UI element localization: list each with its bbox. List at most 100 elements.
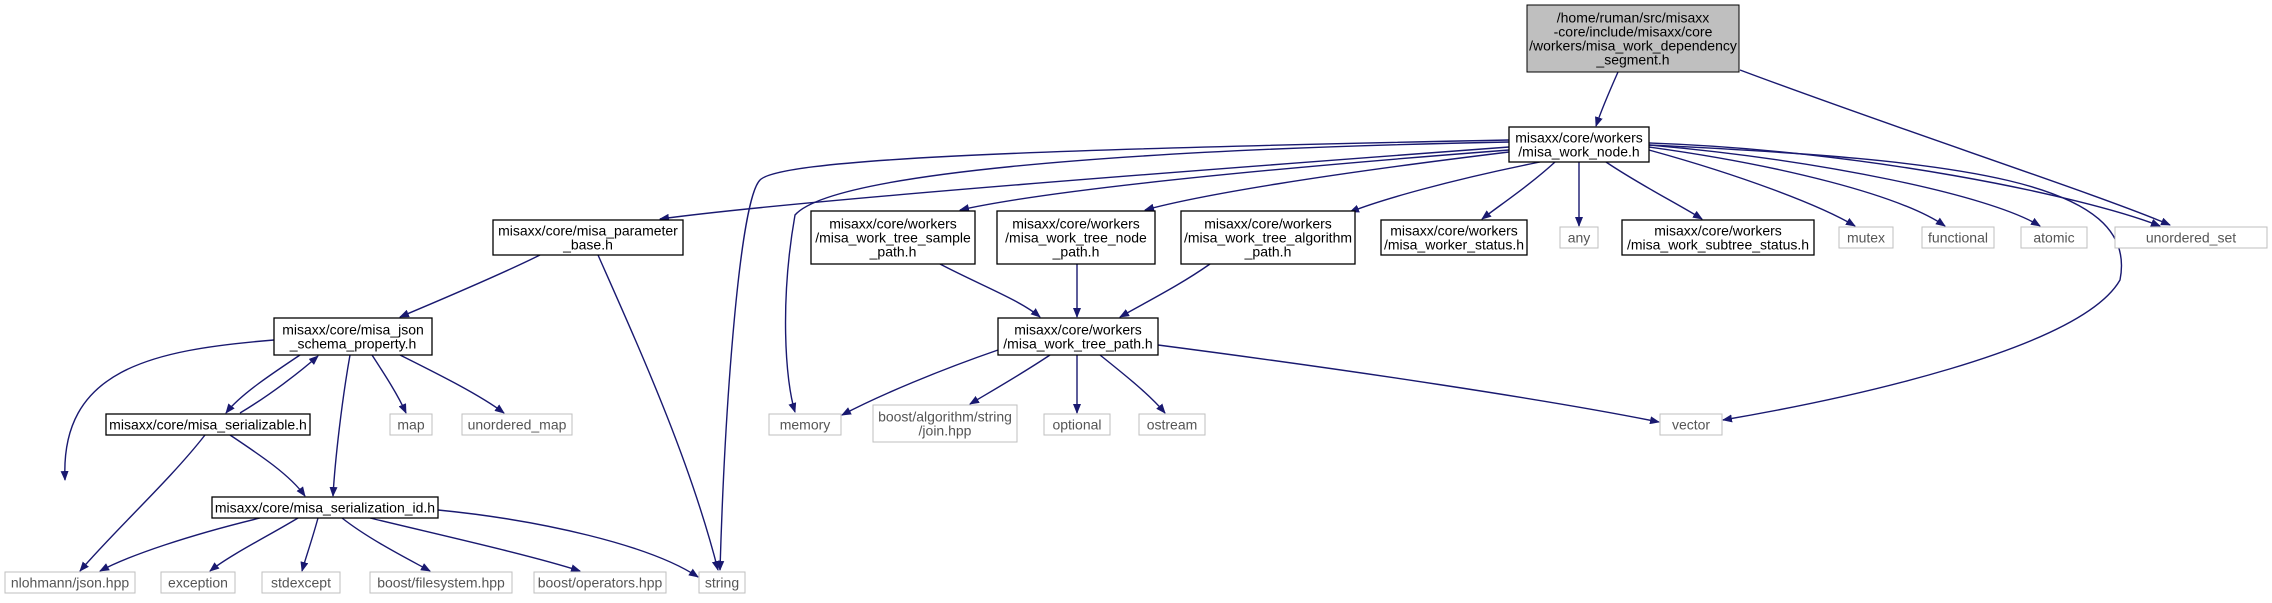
node-label: string [705, 575, 739, 591]
edge-work_node-to-memory [784, 141, 1510, 413]
node-worker_status[interactable]: misaxx/core/workers/misa_worker_status.h [1380, 219, 1528, 256]
node-vector: vector [1659, 413, 1723, 436]
node-label: unordered_set [2146, 230, 2236, 246]
node-mutex: mutex [1838, 226, 1894, 249]
node-label: /misa_worker_status.h [1384, 237, 1524, 253]
node-box [369, 571, 513, 594]
node-label: /misa_work_tree_node [1005, 230, 1147, 246]
node-label: functional [1928, 230, 1988, 246]
edge-sample_path-to-tree_path [939, 263, 1041, 318]
edge-root-to-work_node [1595, 71, 1619, 127]
node-box [1043, 413, 1111, 436]
node-label: misaxx/core/workers [1014, 322, 1142, 338]
node-map: map [389, 413, 433, 436]
node-label: unordered_map [468, 417, 567, 433]
node-label: misaxx/core/workers [1654, 223, 1782, 239]
node-label: _path.h [1244, 244, 1292, 260]
node-unordered_set: unordered_set [2114, 226, 2268, 249]
node-box [160, 571, 236, 594]
edge-json_schema-to-serialization_id [329, 354, 351, 497]
node-label: misaxx/core/workers [1390, 223, 1518, 239]
node-label: _schema_property.h [289, 336, 417, 352]
node-sample_path[interactable]: misaxx/core/workers/misa_work_tree_sampl… [810, 210, 976, 265]
node-ostream: ostream [1138, 413, 1206, 436]
node-json: nlohmann/json.hpp [4, 571, 136, 594]
node-atomic: atomic [2020, 226, 2088, 249]
edge-param_base-to-json_schema [399, 254, 541, 318]
node-label: exception [168, 575, 228, 591]
edge-work_node-to-worker_status [1481, 161, 1556, 220]
node-label: boost/filesystem.hpp [377, 575, 505, 591]
edge-json_schema-to-json [60, 339, 275, 481]
node-box [698, 571, 746, 594]
node-string: string [698, 571, 746, 594]
node-box [2114, 226, 2268, 249]
node-label: misaxx/core/workers [1012, 216, 1140, 232]
node-algo_path[interactable]: misaxx/core/workers/misa_work_tree_algor… [1180, 210, 1356, 265]
node-label: nlohmann/json.hpp [11, 575, 130, 591]
node-label: any [1568, 230, 1591, 246]
node-operators: boost/operators.hpp [533, 571, 667, 594]
node-label: -core/include/misaxx/core [1554, 24, 1713, 40]
node-join: boost/algorithm/string/join.hpp [872, 404, 1018, 443]
node-label: map [397, 417, 424, 433]
edge-serialization_id-to-string [437, 509, 699, 578]
node-box [1526, 4, 1740, 73]
node-box [273, 317, 433, 356]
edge-serialization_id-to-exception [209, 517, 299, 572]
node-box [1508, 126, 1650, 163]
node-box [261, 571, 341, 594]
node-label: atomic [2033, 230, 2074, 246]
edges-layer [60, 69, 2171, 578]
node-subtree_status[interactable]: misaxx/core/workers/misa_work_subtree_st… [1621, 219, 1815, 256]
node-label: stdexcept [271, 575, 331, 591]
node-label: /misa_work_subtree_status.h [1627, 237, 1809, 253]
node-tree_path[interactable]: misaxx/core/workers/misa_work_tree_path.… [997, 317, 1159, 356]
node-box [1380, 219, 1528, 256]
node-any: any [1559, 226, 1599, 249]
node-label: /workers/misa_work_dependency [1529, 38, 1737, 54]
node-json_schema[interactable]: misaxx/core/misa_json_schema_property.h [273, 317, 433, 356]
node-work_node[interactable]: misaxx/core/workers/misa_work_node.h [1508, 126, 1650, 163]
edge-work_node-to-subtree_status [1605, 161, 1703, 220]
edge-work_node-to-algo_path [1349, 161, 1541, 213]
node-label: misaxx/core/workers [1204, 216, 1332, 232]
node-exception: exception [160, 571, 236, 594]
node-functional: functional [1921, 226, 1995, 249]
edge-work_node-to-string [716, 139, 1510, 571]
node-label: boost/operators.hpp [538, 575, 663, 591]
node-serializable[interactable]: misaxx/core/misa_serializable.h [105, 413, 311, 436]
node-param_base[interactable]: misaxx/core/misa_parameter_base.h [492, 219, 684, 256]
node-serialization_id[interactable]: misaxx/core/misa_serialization_id.h [211, 496, 439, 519]
node-label: _segment.h [1595, 52, 1669, 68]
node-label: vector [1672, 417, 1710, 433]
node-label: /join.hpp [919, 423, 972, 439]
node-label: _path.h [869, 244, 917, 260]
node-label: optional [1052, 417, 1101, 433]
node-filesystem: boost/filesystem.hpp [369, 571, 513, 594]
node-stdexcept: stdexcept [261, 571, 341, 594]
node-label: mutex [1847, 230, 1885, 246]
node-label: misaxx/core/workers [1515, 130, 1643, 146]
edge-tree_path-to-vector [1157, 344, 1660, 425]
node-label: /misa_work_tree_algorithm [1184, 230, 1352, 246]
node-box [872, 404, 1018, 443]
node-box [533, 571, 667, 594]
node-box [1559, 226, 1599, 249]
edge-work_node-to-sample_path [959, 149, 1510, 212]
edge-serialization_id-to-stdexcept [300, 517, 319, 572]
edge-serializable-to-json [79, 434, 206, 572]
node-unordered_map: unordered_map [461, 413, 573, 436]
node-label: memory [780, 417, 831, 433]
node-label: misaxx/core/misa_serialization_id.h [215, 500, 435, 516]
node-root[interactable]: /home/ruman/src/misaxx-core/include/misa… [1526, 4, 1740, 73]
node-optional: optional [1043, 413, 1111, 436]
edge-serializable-to-serialization_id [229, 434, 306, 497]
node-label: misaxx/core/misa_serializable.h [109, 417, 307, 433]
edge-json_schema-to-unordered_map [399, 354, 505, 414]
node-node_path[interactable]: misaxx/core/workers/misa_work_tree_node_… [996, 210, 1156, 265]
node-label: /misa_work_tree_sample [815, 230, 971, 246]
node-label: _base.h [562, 237, 613, 253]
edge-serializable-to-json_schema [239, 355, 319, 414]
node-label: boost/algorithm/string [878, 409, 1012, 425]
